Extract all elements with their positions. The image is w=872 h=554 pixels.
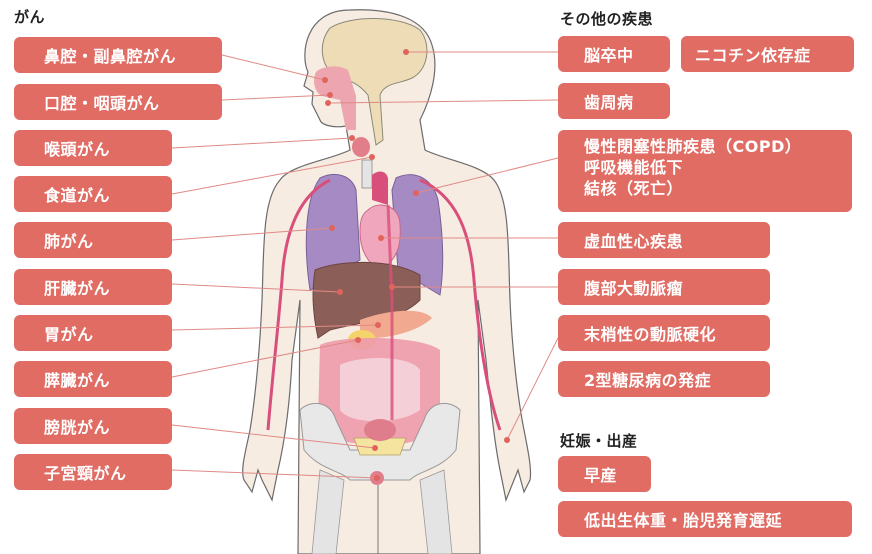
label-cervical-cancer: 子宮頸がん (14, 454, 172, 490)
label-preterm-birth: 早産 (558, 456, 651, 492)
label-lung-cancer: 肺がん (14, 222, 172, 258)
femur-right (419, 469, 453, 554)
label-peripheral-arteriosclerosis: 末梢性の動脈硬化 (558, 315, 770, 351)
arm-vessel-right (419, 178, 502, 431)
cancer-heading: がん (14, 8, 46, 26)
label-pancreatic-cancer: 膵臓がん (14, 361, 172, 397)
organ-markers (322, 49, 510, 481)
leader-lines-right (329, 51, 559, 441)
label-low-birth-weight: 低出生体重・胎児発育遅延 (558, 501, 852, 537)
label-respiratory-decline: 呼吸機能低下 (584, 158, 684, 177)
pancreas (360, 310, 432, 339)
label-copd: 慢性閉塞性肺疾患（COPD） (584, 137, 802, 156)
aorta (372, 171, 388, 205)
leader-lines-left (171, 54, 379, 479)
pelvis (299, 402, 461, 481)
right-lung (391, 174, 444, 296)
label-type2-diabetes: 2型糖尿病の発症 (558, 361, 770, 397)
label-laryngeal-cancer: 喉頭がん (14, 130, 172, 166)
trachea (361, 159, 373, 189)
label-bladder-cancer: 膀胱がん (14, 408, 172, 444)
arm-vessel-left (266, 178, 331, 431)
label-stomach-cancer: 胃がん (14, 315, 172, 351)
left-lung (305, 174, 361, 291)
pregnancy-heading: 妊娠・出産 (560, 432, 638, 450)
larynx (352, 137, 370, 157)
label-copd-group: 慢性閉塞性肺疾患（COPD） 呼吸機能低下 結核（死亡） (558, 130, 852, 212)
label-stroke: 脳卒中 (558, 36, 670, 72)
label-abdominal-aortic-aneurysm: 腹部大動脈瘤 (558, 269, 770, 305)
label-ischemic-heart-disease: 虚血性心疾患 (558, 222, 770, 258)
label-esophageal-cancer: 食道がん (14, 176, 172, 212)
label-nicotine-dependence: ニコチン依存症 (681, 36, 854, 72)
uterus (364, 419, 396, 441)
other-diseases-heading: その他の疾患 (560, 10, 654, 28)
label-periodontal-disease: 歯周病 (558, 83, 670, 119)
small-intestine (340, 358, 420, 422)
label-oral-pharyngeal-cancer: 口腔・咽頭がん (14, 84, 222, 120)
aorta-descending (386, 204, 394, 420)
label-liver-cancer: 肝臓がん (14, 269, 172, 305)
label-tuberculosis: 結核（死亡） (584, 179, 684, 198)
label-nasal-sinus-cancer: 鼻腔・副鼻腔がん (14, 37, 222, 73)
